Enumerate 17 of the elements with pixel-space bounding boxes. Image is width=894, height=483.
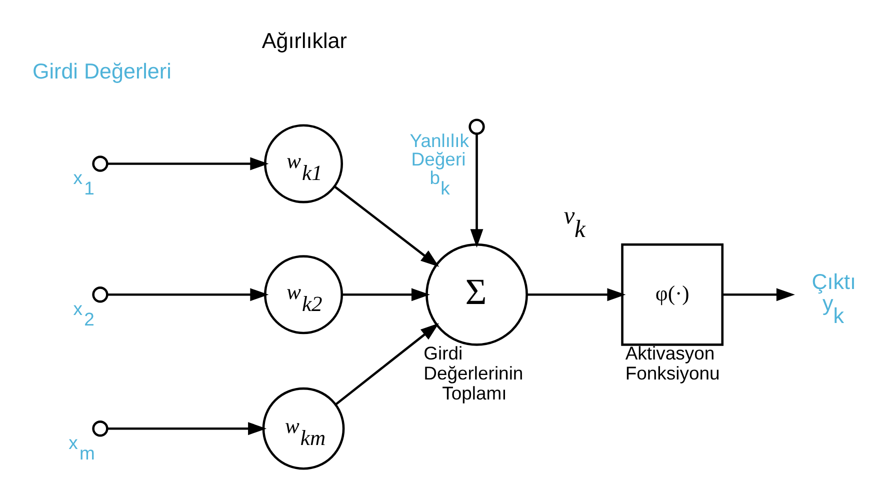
node-circle	[92, 420, 108, 437]
node-circle	[92, 286, 108, 303]
arrow	[334, 186, 439, 267]
arrow	[107, 288, 268, 302]
arrow	[526, 288, 626, 302]
node-circle	[468, 118, 484, 135]
node-circle	[92, 156, 108, 172]
node-circle: Σ	[425, 243, 528, 346]
arrow	[341, 288, 430, 302]
node-box: φ(·)	[620, 243, 724, 346]
arrow	[470, 134, 483, 248]
arrow	[107, 422, 266, 436]
label: Girdi Değerleri	[32, 58, 171, 84]
arrow	[107, 157, 268, 170]
arrow	[722, 288, 794, 302]
label: Ağırlıklar	[261, 28, 346, 53]
arrow	[334, 323, 438, 406]
